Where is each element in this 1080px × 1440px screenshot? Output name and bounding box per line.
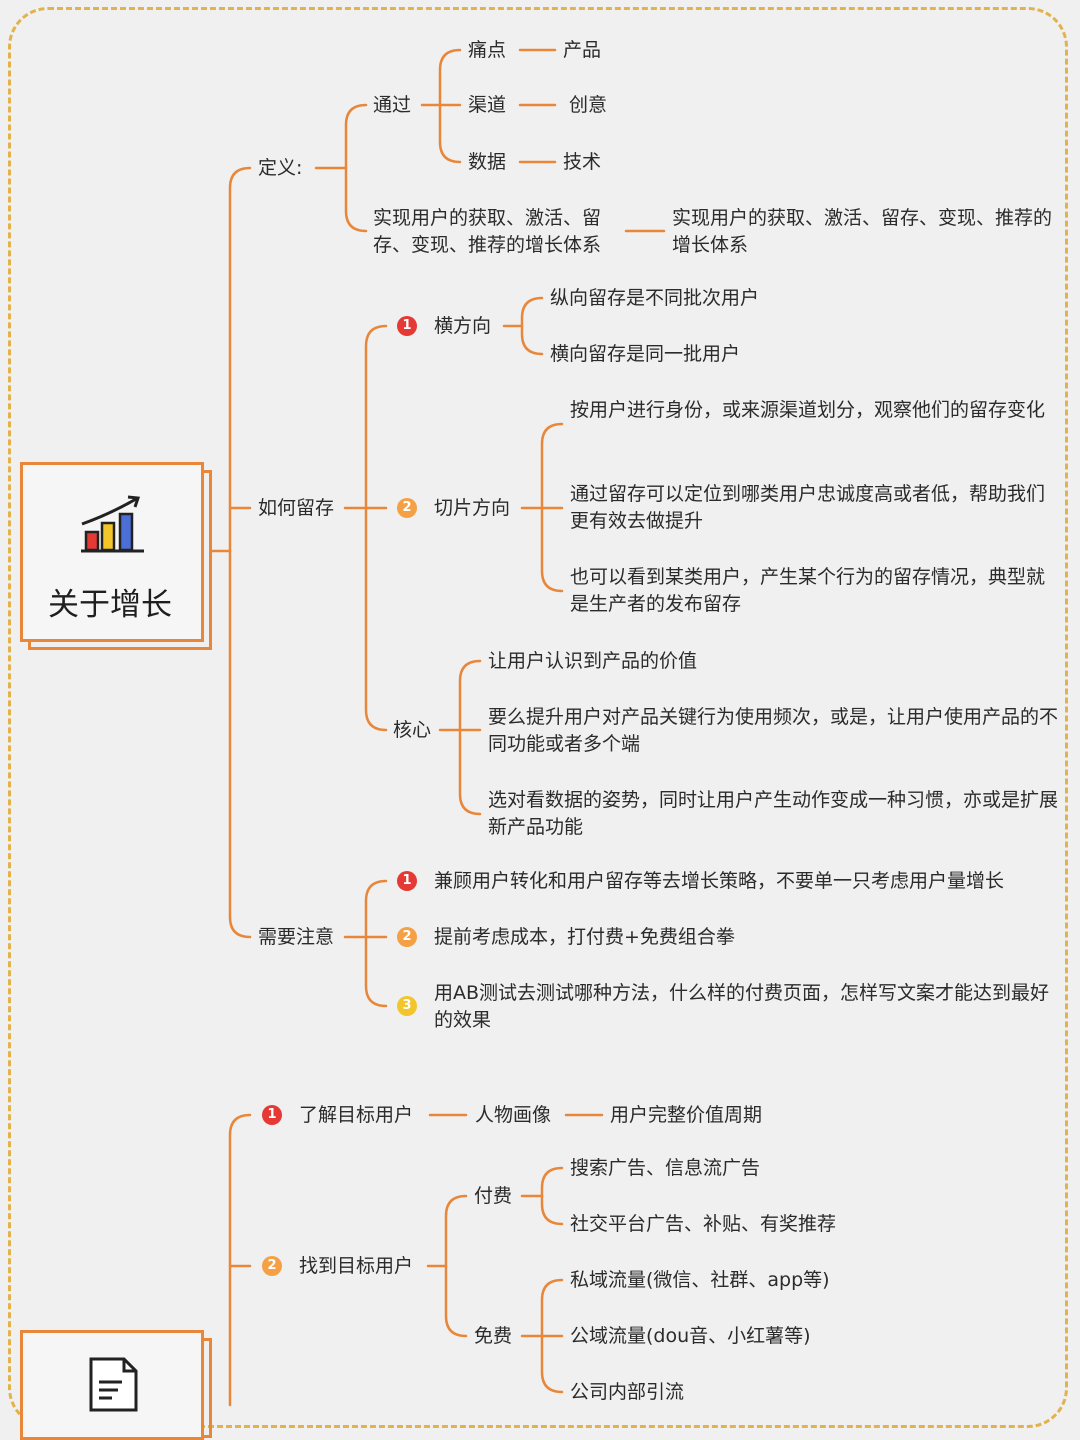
num-badge-understand: 1 [262,1105,282,1125]
num-badge-note-2: 2 [397,927,417,947]
free-item-1: 私域流量(微信、社群、app等) [570,1269,830,1291]
connector-retention-trunk [364,324,388,732]
core-item-3: 选对看数据的姿势，同时让用户产生动作变成一种习惯，亦或是扩展新产品功能 [488,789,1059,838]
connector-users-trunk [228,1113,252,1407]
system-left: 实现用户的获取、激活、留存、变现、推荐的增长体系 [373,207,602,256]
connector-notes-trunk [364,879,388,1008]
through-label: 通过 [373,94,412,116]
document-icon [89,1357,138,1412]
num-badge-horizontal: 1 [397,316,417,336]
pair-left-2: 渠道 [468,94,507,116]
understand-label: 了解目标用户 [299,1104,414,1126]
free-label: 免费 [474,1325,513,1347]
connector-horizontal-trunk [520,296,544,356]
note-item-1: 兼顾用户转化和用户留存等去增长策略，不要单一只考虑用户量增长 [434,870,1005,892]
definition-label: 定义: [258,157,303,179]
dashed-frame [8,7,1068,1428]
core-label: 核心 [393,719,432,741]
retention-label: 如何留存 [258,497,335,519]
pair-right-2: 创意 [569,94,608,116]
persona-label: 人物画像 [475,1104,552,1126]
free-item-3: 公司内部引流 [570,1381,685,1403]
pair-left-1: 痛点 [468,39,507,61]
num-badge-note-3: 3 [397,996,417,1016]
system-right: 实现用户的获取、激活、留存、变现、推荐的增长体系 [672,207,1053,256]
root-title: 关于增长 [48,587,172,623]
connector-definition-trunk [344,103,368,233]
paid-item-2: 社交平台广告、补贴、有奖推荐 [570,1213,837,1235]
notes-label: 需要注意 [258,926,335,948]
connector-main-trunk [228,166,252,939]
num-badge-slice: 2 [397,498,417,518]
pair-right-1: 产品 [563,39,602,61]
slice-item-2: 通过留存可以定位到哪类用户忠诚度高或者低，帮助我们更有效去做提升 [570,483,1046,532]
num-badge-note-1: 1 [397,871,417,891]
connector-paid-trunk [540,1166,564,1226]
connector-find-trunk [444,1194,468,1338]
slice-item-1: 按用户进行身份，或来源渠道划分，观察他们的留存变化 [570,399,1046,421]
find-label: 找到目标用户 [299,1255,414,1277]
free-item-2: 公域流量(dou音、小红薯等) [570,1325,811,1347]
core-item-1: 让用户认识到产品的价值 [488,650,698,672]
pair-right-3: 技术 [563,151,602,173]
paid-label: 付费 [474,1185,513,1207]
lifecycle-label: 用户完整价值周期 [610,1104,763,1126]
horizontal-item-1: 纵向留存是不同批次用户 [550,287,760,309]
num-badge-find: 2 [262,1256,282,1276]
note-item-3: 用AB测试去测试哪种方法，什么样的付费页面，怎样写文案才能达到最好的效果 [434,982,1050,1031]
slice-label: 切片方向 [434,497,511,519]
connector-core-trunk [458,659,482,816]
core-item-2: 要么提升用户对产品关键行为使用频次，或是，让用户使用产品的不同功能或者多个端 [488,706,1059,755]
pair-left-3: 数据 [468,151,507,173]
slice-item-3: 也可以看到某类用户，产生某个行为的留存情况，典型就是生产者的发布留存 [570,566,1046,615]
note-item-2: 提前考虑成本，打付费+免费组合拳 [434,926,735,948]
horizontal-item-2: 横向留存是同一批用户 [550,343,741,365]
horizontal-label: 横方向 [434,315,492,337]
growth-chart-icon [81,495,144,553]
paid-item-1: 搜索广告、信息流广告 [570,1157,761,1179]
